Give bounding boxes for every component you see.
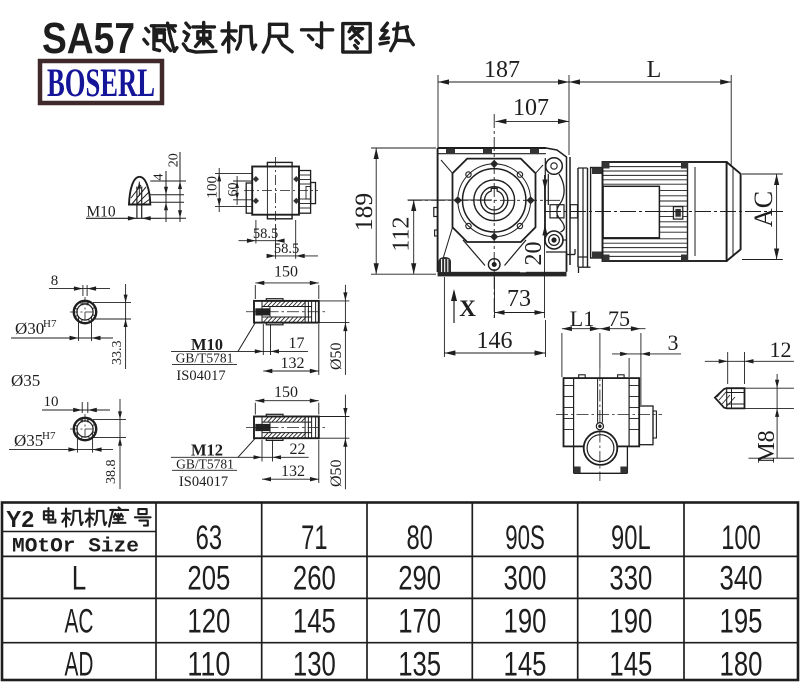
svg-text:GB/T5781: GB/T5781 xyxy=(176,456,234,471)
svg-text:4: 4 xyxy=(152,174,167,181)
svg-text:Ø35: Ø35 xyxy=(14,431,43,450)
svg-text:IS04017: IS04017 xyxy=(176,368,225,384)
svg-text:SA57: SA57 xyxy=(42,14,135,63)
svg-text:Ø30: Ø30 xyxy=(15,319,44,338)
svg-text:110: 110 xyxy=(187,645,230,683)
svg-text:33.3: 33.3 xyxy=(110,341,125,366)
svg-text:L: L xyxy=(647,57,662,83)
svg-text:300: 300 xyxy=(504,559,547,597)
svg-text:M10: M10 xyxy=(191,335,223,354)
svg-text:150: 150 xyxy=(274,384,298,401)
svg-text:290: 290 xyxy=(398,559,441,597)
svg-text:130: 130 xyxy=(293,645,336,683)
svg-text:M10: M10 xyxy=(86,204,116,221)
svg-text:IS04017: IS04017 xyxy=(179,474,228,490)
svg-text:120: 120 xyxy=(187,603,230,641)
svg-text:17: 17 xyxy=(289,335,305,352)
svg-text:AC: AC xyxy=(749,191,778,227)
svg-text:H7: H7 xyxy=(42,430,56,442)
svg-text:H7: H7 xyxy=(43,318,57,330)
svg-text:75: 75 xyxy=(608,306,630,331)
svg-text:190: 190 xyxy=(609,603,652,641)
svg-text:M8: M8 xyxy=(754,430,780,463)
svg-text:MOtOr Size: MOtOr Size xyxy=(12,536,139,559)
svg-text:L: L xyxy=(72,559,87,597)
svg-text:132: 132 xyxy=(281,463,305,480)
svg-text:146: 146 xyxy=(477,328,513,354)
svg-text:63: 63 xyxy=(196,519,222,557)
svg-text:71: 71 xyxy=(301,519,327,557)
svg-text:330: 330 xyxy=(609,559,652,597)
svg-text:100: 100 xyxy=(205,176,221,199)
svg-text:Y2: Y2 xyxy=(6,506,34,532)
svg-text:90L: 90L xyxy=(611,519,651,557)
svg-text:20: 20 xyxy=(521,242,547,266)
svg-text:100: 100 xyxy=(721,519,761,557)
svg-text:112: 112 xyxy=(389,216,415,251)
svg-text:135: 135 xyxy=(398,645,441,683)
svg-text:145: 145 xyxy=(293,603,336,641)
svg-text:145: 145 xyxy=(504,645,547,683)
svg-text:190: 190 xyxy=(504,603,547,641)
svg-text:12: 12 xyxy=(770,337,792,362)
svg-text:Ø50: Ø50 xyxy=(328,459,345,487)
svg-text:22: 22 xyxy=(290,441,306,458)
svg-text:189: 189 xyxy=(349,193,378,231)
svg-text:L1: L1 xyxy=(570,306,594,331)
svg-text:Ø35: Ø35 xyxy=(11,371,40,390)
svg-text:170: 170 xyxy=(398,603,441,641)
svg-text:90S: 90S xyxy=(505,519,545,557)
svg-text:Ø50: Ø50 xyxy=(328,342,345,370)
svg-text:BOSERL: BOSERL xyxy=(47,60,155,105)
svg-text:195: 195 xyxy=(720,603,763,641)
svg-text:58.5: 58.5 xyxy=(274,241,299,257)
svg-text:X: X xyxy=(459,296,476,321)
svg-text:145: 145 xyxy=(609,645,652,683)
svg-text:180: 180 xyxy=(720,645,763,683)
svg-text:GB/T5781: GB/T5781 xyxy=(176,351,234,366)
svg-text:10: 10 xyxy=(44,394,59,410)
svg-text:205: 205 xyxy=(187,559,230,597)
svg-text:187: 187 xyxy=(484,57,520,83)
svg-text:132: 132 xyxy=(281,355,305,372)
svg-text:340: 340 xyxy=(720,559,763,597)
svg-text:AD: AD xyxy=(65,645,94,683)
svg-text:80: 80 xyxy=(406,519,432,557)
svg-text:107: 107 xyxy=(513,95,549,121)
svg-text:M12: M12 xyxy=(191,441,223,460)
svg-text:58.5: 58.5 xyxy=(253,226,278,242)
svg-text:60: 60 xyxy=(226,183,241,197)
svg-text:73: 73 xyxy=(507,286,531,312)
svg-text:3: 3 xyxy=(668,330,679,355)
svg-text:8: 8 xyxy=(51,273,59,289)
svg-text:38.8: 38.8 xyxy=(104,460,119,485)
svg-text:150: 150 xyxy=(274,264,298,281)
svg-text:260: 260 xyxy=(293,559,336,597)
svg-text:20: 20 xyxy=(167,153,182,167)
svg-text:AC: AC xyxy=(65,603,94,641)
